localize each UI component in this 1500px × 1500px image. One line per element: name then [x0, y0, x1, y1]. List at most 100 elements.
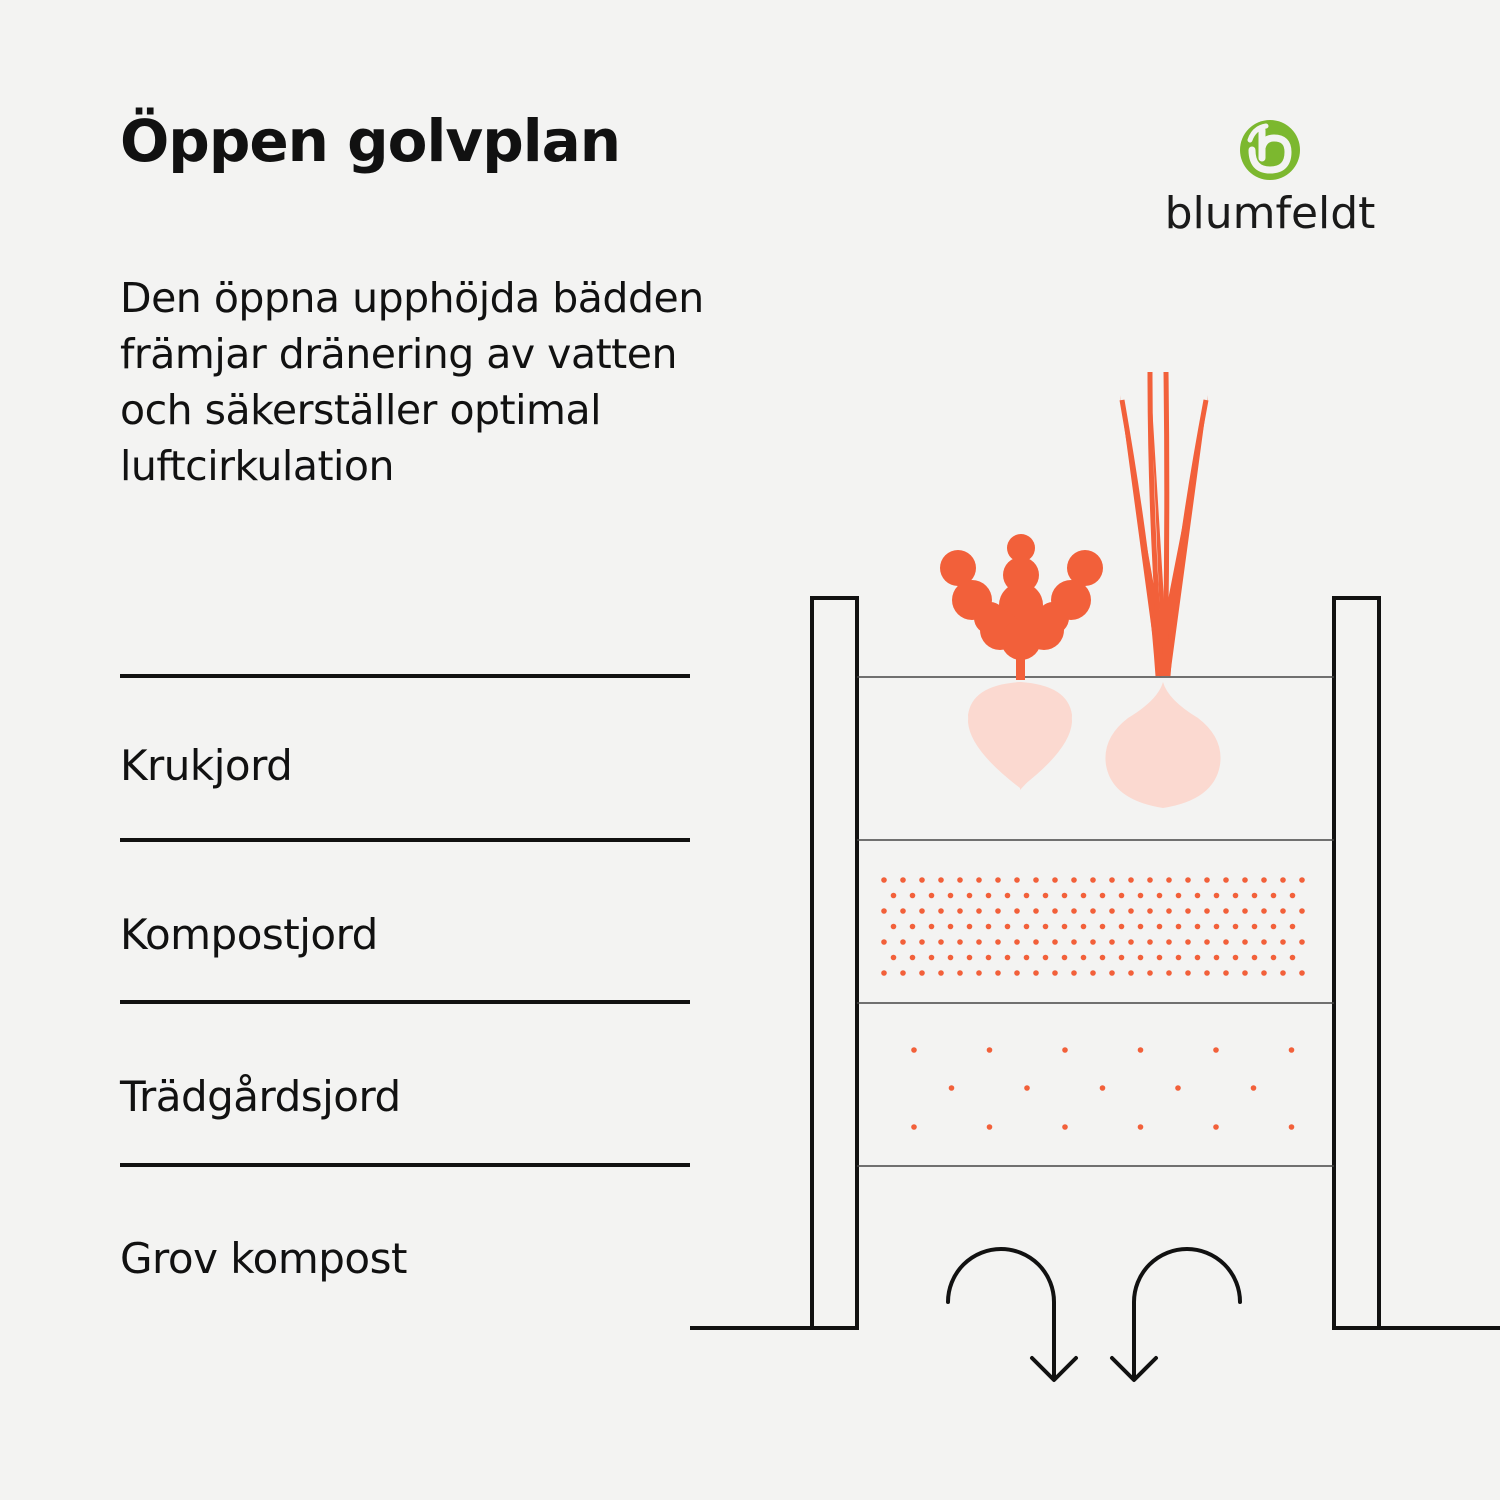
brand-name: blumfeldt	[1164, 188, 1376, 239]
soil-dot	[1080, 923, 1087, 930]
soil-dot	[1288, 1047, 1295, 1053]
soil-dot	[1166, 970, 1172, 976]
soil-dot	[1147, 970, 1153, 976]
soil-dot	[890, 923, 897, 930]
soil-dot	[1071, 939, 1077, 945]
soil-dot	[928, 892, 935, 899]
soil-dot	[1090, 908, 1096, 914]
soil-dot	[1204, 908, 1210, 914]
brand-logo: blumfeldt	[1150, 118, 1390, 248]
soil-dot	[919, 908, 925, 914]
airflow-arrows-icon	[946, 1247, 1242, 1382]
soil-dot	[995, 939, 1001, 945]
soil-dot	[1261, 970, 1267, 976]
soil-dot	[900, 908, 906, 914]
soil-dot	[919, 877, 925, 883]
soil-dot	[1166, 877, 1172, 883]
soil-dot	[928, 923, 935, 930]
soil-dot	[1118, 954, 1125, 961]
soil-dot	[1109, 970, 1115, 976]
soil-dot	[1118, 892, 1125, 899]
soil-dot	[1288, 1124, 1295, 1130]
soil-dot	[881, 908, 887, 914]
description: Den öppna upphöjda bädden främjar dräner…	[120, 274, 704, 490]
soil-dot	[911, 1047, 917, 1053]
soil-dot	[1242, 970, 1248, 976]
soil-dot	[1147, 877, 1153, 883]
soil-dot	[938, 970, 944, 976]
soil-dot	[1033, 970, 1039, 976]
soil-dot	[985, 954, 992, 961]
soil-dot	[1099, 954, 1106, 961]
layer-divider	[120, 1163, 690, 1167]
layer-label-tradgardsjord: Trädgårdsjord	[120, 1072, 401, 1121]
soil-dot	[976, 908, 982, 914]
blumfeldt-logo-icon	[1240, 120, 1300, 180]
soil-dot	[957, 908, 963, 914]
soil-dot	[976, 939, 982, 945]
soil-dot	[1090, 877, 1096, 883]
soil-dot	[1109, 908, 1115, 914]
soil-dot	[1128, 939, 1134, 945]
soil-dot	[1261, 908, 1267, 914]
soil-dot	[1033, 939, 1039, 945]
soil-dot	[1223, 877, 1229, 883]
soil-dot	[938, 939, 944, 945]
soil-dot	[1137, 923, 1144, 930]
soil-dot	[976, 970, 982, 976]
layer-label-krukjord: Krukjord	[120, 741, 293, 790]
soil-dot	[1175, 954, 1182, 961]
soil-dot	[995, 970, 1001, 976]
soil-dot	[1109, 939, 1115, 945]
soil-dot	[1261, 939, 1267, 945]
soil-dot	[995, 908, 1001, 914]
soil-dot	[1251, 954, 1258, 961]
soil-dot	[938, 908, 944, 914]
soil-dot	[1071, 877, 1077, 883]
soil-dot	[1004, 954, 1011, 961]
soil-dot	[995, 877, 1001, 883]
soil-dot	[1232, 923, 1239, 930]
soil-dot	[1156, 923, 1163, 930]
bed-post-right	[1332, 596, 1381, 1330]
soil-dot	[919, 939, 925, 945]
soil-dot	[1194, 923, 1201, 930]
soil-dot	[1014, 970, 1020, 976]
soil-dot	[909, 892, 916, 899]
soil-dot	[1062, 1124, 1068, 1130]
soil-dot	[1080, 954, 1087, 961]
soil-dot	[1042, 892, 1049, 899]
soil-dot	[1299, 908, 1305, 914]
soil-dot	[1109, 877, 1115, 883]
soil-dot	[976, 877, 982, 883]
soil-dot	[1137, 1124, 1144, 1130]
soil-dot	[1175, 892, 1182, 899]
soil-dot	[1242, 908, 1248, 914]
soil-dot	[1251, 892, 1258, 899]
soil-dot	[1042, 923, 1049, 930]
soil-dot	[1251, 923, 1258, 930]
soil-dot	[1128, 877, 1134, 883]
soil-dot	[1185, 939, 1191, 945]
soil-dot	[1099, 923, 1106, 930]
soil-dot	[1052, 908, 1058, 914]
soil-dot	[1156, 892, 1163, 899]
soil-dot	[1061, 923, 1068, 930]
beet-plant-icon	[940, 534, 1103, 790]
soil-dot	[919, 970, 925, 976]
soil-dot	[1118, 923, 1125, 930]
soil-dot	[1280, 908, 1286, 914]
soil-dot	[966, 923, 973, 930]
soil-dot	[890, 954, 897, 961]
bed-post-left	[810, 596, 859, 1330]
soil-dot	[1280, 939, 1286, 945]
soil-dot	[947, 923, 954, 930]
soil-dot	[1223, 970, 1229, 976]
soil-dot	[1270, 923, 1277, 930]
soil-dot	[966, 892, 973, 899]
soil-dot	[1166, 939, 1172, 945]
soil-dot	[957, 970, 963, 976]
soil-dot	[1052, 970, 1058, 976]
soil-dot	[1280, 877, 1286, 883]
soil-dot	[947, 892, 954, 899]
